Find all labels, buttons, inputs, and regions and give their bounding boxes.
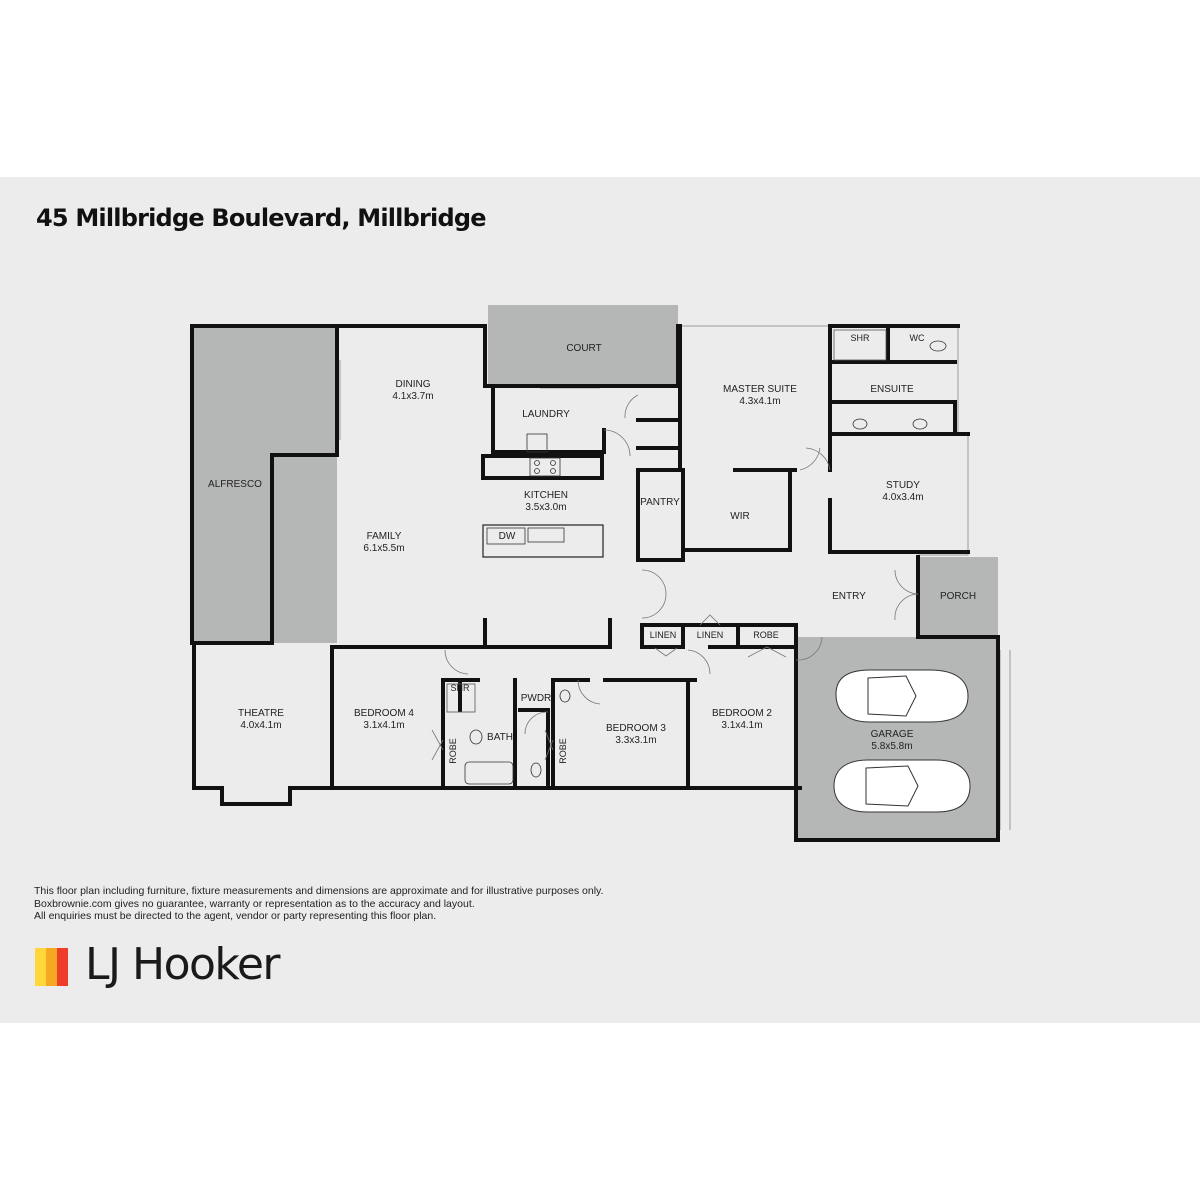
label-wc: WC — [910, 333, 925, 343]
bath-shower — [446, 683, 476, 713]
label-ensuite: ENSUITE — [870, 384, 914, 395]
label-court: COURT — [566, 343, 601, 354]
disclaimer-line: Boxbrownie.com gives no guarantee, warra… — [34, 897, 475, 910]
label-kitchen: KITCHEN — [524, 490, 568, 501]
label-robe-bed4: ROBE — [448, 738, 458, 764]
label-alfresco: ALFRESCO — [208, 479, 262, 490]
brand-name: LJ Hooker — [85, 939, 280, 990]
label-bedroom-4: BEDROOM 4 — [354, 708, 414, 719]
disclaimer-line: This floor plan including furniture, fix… — [34, 885, 604, 897]
pwdr-toilet — [530, 762, 542, 778]
kitchen-sink — [527, 527, 565, 543]
ensuite-shower — [833, 329, 887, 361]
label-bedroom-2: BEDROOM 2 — [712, 708, 772, 719]
label-bath-shr: SHR — [450, 683, 470, 693]
property-title: 45 Millbridge Boulevard, Millbridge — [36, 204, 487, 232]
court-area — [488, 305, 678, 387]
size-bedroom-4: 3.1x4.1m — [363, 720, 404, 731]
disclaimer-line: All enquiries must be directed to the ag… — [34, 910, 437, 922]
pwdr-basin — [559, 689, 571, 703]
label-pwdr: PWDR — [521, 693, 552, 704]
laundry-tub — [526, 433, 548, 453]
dishwasher — [486, 527, 526, 545]
label-robe-bed3: ROBE — [558, 738, 568, 764]
label-dw: DW — [499, 531, 516, 542]
alfresco-area — [192, 326, 337, 643]
burner — [550, 460, 556, 466]
label-family: FAMILY — [367, 531, 402, 542]
size-garage: 5.8x5.8m — [871, 741, 912, 752]
size-bedroom-3: 3.3x3.1m — [615, 735, 656, 746]
label-linen-2: LINEN — [697, 630, 724, 640]
label-laundry: LAUNDRY — [522, 409, 570, 420]
label-study: STUDY — [886, 480, 920, 491]
toilet — [929, 340, 947, 352]
label-porch: PORCH — [940, 591, 976, 602]
label-wir: WIR — [730, 511, 749, 522]
basin — [852, 418, 868, 430]
label-master-suite: MASTER SUITE — [723, 384, 797, 395]
size-dining: 4.1x3.7m — [392, 391, 433, 402]
label-robe-entry: ROBE — [753, 630, 779, 640]
door-swings — [431, 394, 919, 761]
walls — [190, 324, 1000, 842]
burner — [534, 460, 540, 466]
burner — [550, 468, 556, 474]
size-study: 4.0x3.4m — [882, 492, 923, 503]
label-ensuite-shr: SHR — [850, 333, 870, 343]
disclaimer: This floor plan including furniture, fix… — [34, 885, 603, 923]
size-bedroom-2: 3.1x4.1m — [721, 720, 762, 731]
label-garage: GARAGE — [871, 729, 914, 740]
size-theatre: 4.0x4.1m — [240, 720, 281, 731]
logo-bar-yellow — [35, 948, 46, 986]
label-linen-1: LINEN — [650, 630, 677, 640]
bathtub — [464, 761, 514, 785]
bath-basin — [469, 729, 483, 745]
porch-area — [918, 557, 998, 635]
cooktop — [529, 457, 561, 477]
label-bath: BATH — [487, 732, 513, 743]
car-icon — [835, 669, 969, 723]
car-icon — [833, 759, 971, 813]
logo-bar-red — [57, 948, 68, 986]
label-entry: ENTRY — [832, 591, 866, 602]
size-kitchen: 3.5x3.0m — [525, 502, 566, 513]
size-master-suite: 4.3x4.1m — [739, 396, 780, 407]
label-bedroom-3: BEDROOM 3 — [606, 723, 666, 734]
size-family: 6.1x5.5m — [363, 543, 404, 554]
burner — [534, 468, 540, 474]
logo-bar-orange — [46, 948, 57, 986]
label-theatre: THEATRE — [238, 708, 284, 719]
label-pantry: PANTRY — [640, 497, 680, 508]
basin — [912, 418, 928, 430]
label-dining: DINING — [396, 379, 431, 390]
kitchen-island — [482, 524, 604, 558]
